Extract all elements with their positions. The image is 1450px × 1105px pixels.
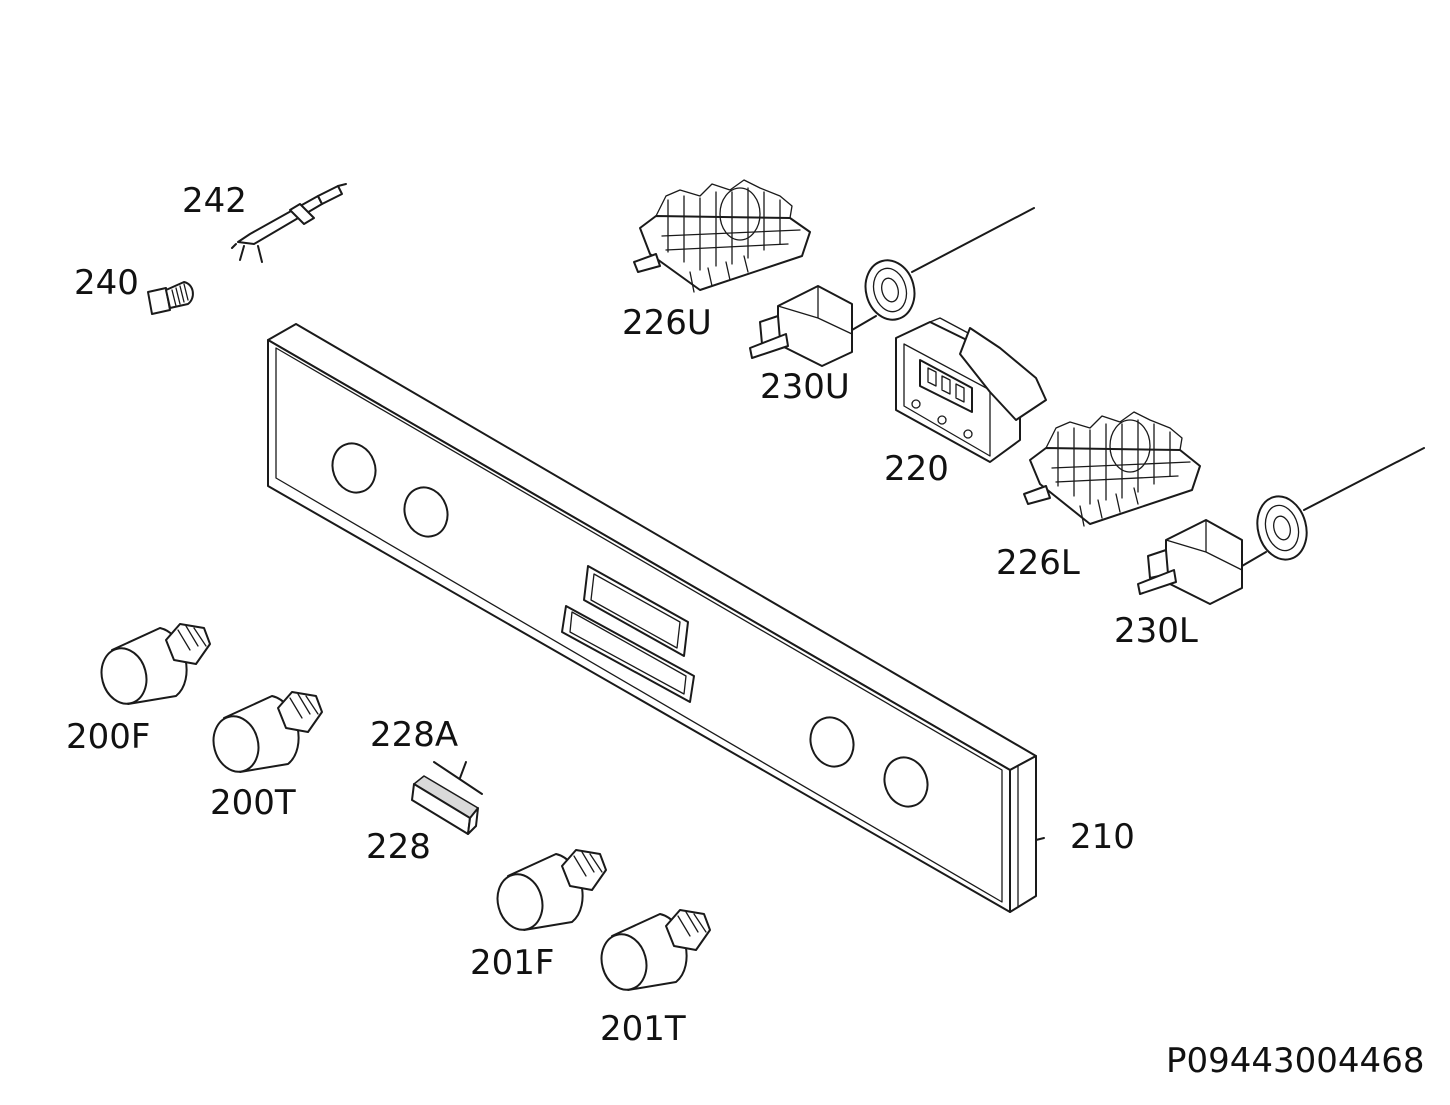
part-228A-drawing	[433, 761, 483, 795]
part-201F-drawing	[496, 849, 607, 931]
label-228A: 228A	[370, 715, 459, 755]
label-230L: 230L	[1114, 611, 1198, 651]
part-240-drawing	[147, 281, 194, 315]
part-226U-drawing	[633, 179, 811, 293]
label-200T: 200T	[210, 783, 296, 823]
part-200F-drawing	[100, 623, 211, 705]
part-201T-drawing	[600, 909, 711, 991]
diagram-code: P09443004468	[1166, 1041, 1425, 1081]
part-210-drawing	[267, 323, 1045, 913]
label-210: 210	[1070, 817, 1135, 857]
part-200T-drawing	[212, 691, 323, 773]
part-228-drawing	[411, 775, 479, 835]
label-220: 220	[884, 449, 949, 489]
part-226L-drawing	[1023, 411, 1201, 527]
label-201F: 201F	[470, 943, 555, 983]
label-200F: 200F	[66, 717, 151, 757]
label-228: 228	[366, 827, 431, 867]
part-230L-drawing	[1137, 447, 1425, 605]
label-226U: 226U	[622, 303, 712, 343]
label-242: 242	[182, 181, 247, 221]
part-220-drawing	[895, 317, 1047, 463]
label-240: 240	[74, 263, 139, 303]
label-201T: 201T	[600, 1009, 686, 1049]
label-230U: 230U	[760, 367, 850, 407]
part-230U-drawing	[749, 207, 1035, 367]
part-242-drawing	[231, 183, 347, 263]
label-226L: 226L	[996, 543, 1080, 583]
